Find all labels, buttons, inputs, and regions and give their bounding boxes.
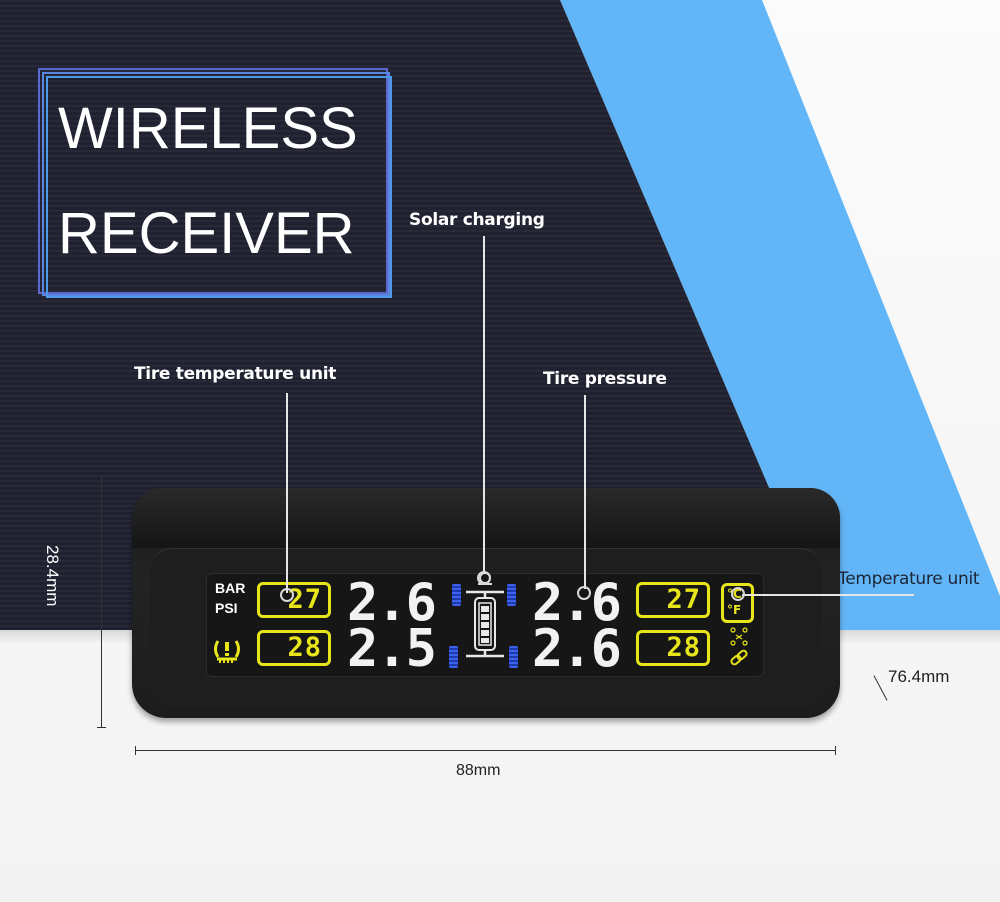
callout-temperature-unit: Temperature unit bbox=[838, 569, 980, 589]
sensor-pairing-icon bbox=[730, 627, 748, 646]
width-dimension-label: 88mm bbox=[456, 762, 501, 779]
tire-rear-left-icon bbox=[449, 646, 458, 668]
pressure-front-right: 2.6 bbox=[532, 573, 622, 633]
marker-tire-pressure bbox=[577, 586, 591, 600]
marker-tire-temperature-unit bbox=[280, 588, 294, 602]
tire-front-right-icon bbox=[507, 584, 516, 606]
temp-front-right: 27 bbox=[666, 584, 701, 615]
height-dimension-line bbox=[101, 476, 102, 728]
pressure-rear-right: 2.6 bbox=[532, 619, 622, 679]
height-dimension-label: 28.4mm bbox=[43, 545, 62, 607]
title-frame-inner bbox=[46, 76, 392, 298]
unit-bar: BAR bbox=[215, 580, 246, 596]
temp-unit-f: °F bbox=[727, 603, 742, 617]
temp-box-rear-left: 28 bbox=[257, 630, 331, 666]
battery-icon bbox=[478, 602, 492, 646]
blue-band bbox=[560, 0, 1000, 630]
marker-temperature-unit bbox=[731, 587, 745, 601]
tpms-warning-icon bbox=[214, 640, 240, 663]
leader-tire-pressure bbox=[584, 395, 586, 589]
temp-rear-right: 28 bbox=[666, 632, 701, 663]
title-frame-outer bbox=[38, 68, 388, 294]
width-dimension-tick-left bbox=[135, 746, 136, 755]
pressure-front-left: 2.6 bbox=[347, 573, 437, 633]
width-dimension-tick-right bbox=[835, 746, 836, 755]
temp-front-left: 27 bbox=[287, 584, 322, 615]
title-line-1: WIRELESS bbox=[58, 96, 358, 161]
leader-solar-charging bbox=[483, 236, 485, 574]
tire-rear-right-icon bbox=[509, 646, 518, 668]
device-solar-panel bbox=[132, 488, 840, 548]
leader-tire-temperature-unit bbox=[286, 393, 288, 593]
leader-temperature-unit bbox=[742, 594, 914, 596]
temp-box-rear-right: 28 bbox=[636, 630, 710, 666]
height-dimension-tick-bottom bbox=[97, 727, 106, 728]
pressure-rear-left: 2.5 bbox=[347, 619, 437, 679]
width-dimension-line bbox=[135, 750, 836, 751]
title-line-2: RECEIVER bbox=[58, 201, 355, 266]
dark-panel bbox=[0, 0, 770, 630]
callout-solar-charging: Solar charging bbox=[409, 210, 545, 230]
temp-box-front-right: 27 bbox=[636, 582, 710, 618]
unit-psi: PSI bbox=[215, 600, 238, 616]
link-icon bbox=[730, 649, 748, 666]
title-frame-mid bbox=[42, 72, 390, 296]
temp-rear-left: 28 bbox=[287, 632, 322, 663]
callout-tire-temperature-unit: Tire temperature unit bbox=[134, 364, 337, 384]
depth-dimension-label: 76.4mm bbox=[888, 667, 950, 686]
callout-tire-pressure: Tire pressure bbox=[543, 369, 667, 389]
marker-solar-charging bbox=[477, 571, 491, 585]
tire-front-left-icon bbox=[452, 584, 461, 606]
temp-box-front-left: 27 bbox=[257, 582, 331, 618]
